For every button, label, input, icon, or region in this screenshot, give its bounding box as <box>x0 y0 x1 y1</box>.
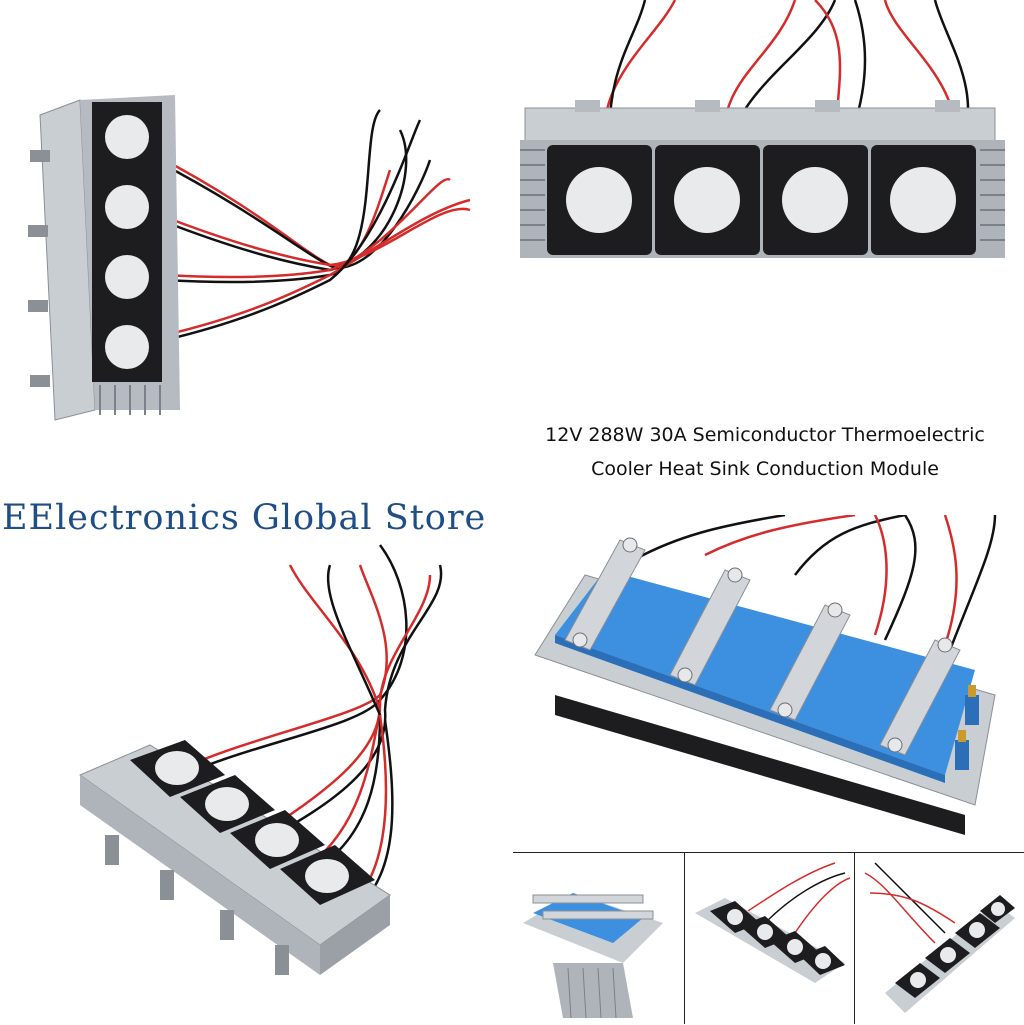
heat-sink-icon <box>78 544 443 975</box>
thumbnail-divider <box>854 852 855 1024</box>
thumbnail-strip <box>513 852 1024 1025</box>
product-photo-vertical <box>0 80 500 440</box>
water-cooling-block-icon <box>523 893 663 1019</box>
thumbnail-water-block[interactable] <box>513 853 683 1025</box>
product-photo-angled <box>60 535 490 1015</box>
thumbnail-divider <box>684 852 685 1024</box>
thumbnail-side-angle[interactable] <box>855 853 1024 1025</box>
product-title: 12V 288W 30A Semiconductor Thermoelectri… <box>470 418 1024 486</box>
water-cooling-block-icon <box>534 515 997 835</box>
store-name: EElectronics Global Store <box>2 498 487 538</box>
peltier-fan-module-icon <box>695 862 851 983</box>
fan-array-icon <box>520 0 1005 258</box>
product-title-line-2: Cooler Heat Sink Conduction Module <box>591 458 939 480</box>
peltier-fan-module-icon <box>28 95 471 421</box>
product-photo-front <box>515 0 1024 270</box>
product-title-line-1: 12V 288W 30A Semiconductor Thermoelectri… <box>545 424 985 446</box>
product-photo-water-block <box>525 515 1024 845</box>
thumbnail-top-angle[interactable] <box>685 853 853 1025</box>
fan-array-icon <box>864 862 1015 1013</box>
